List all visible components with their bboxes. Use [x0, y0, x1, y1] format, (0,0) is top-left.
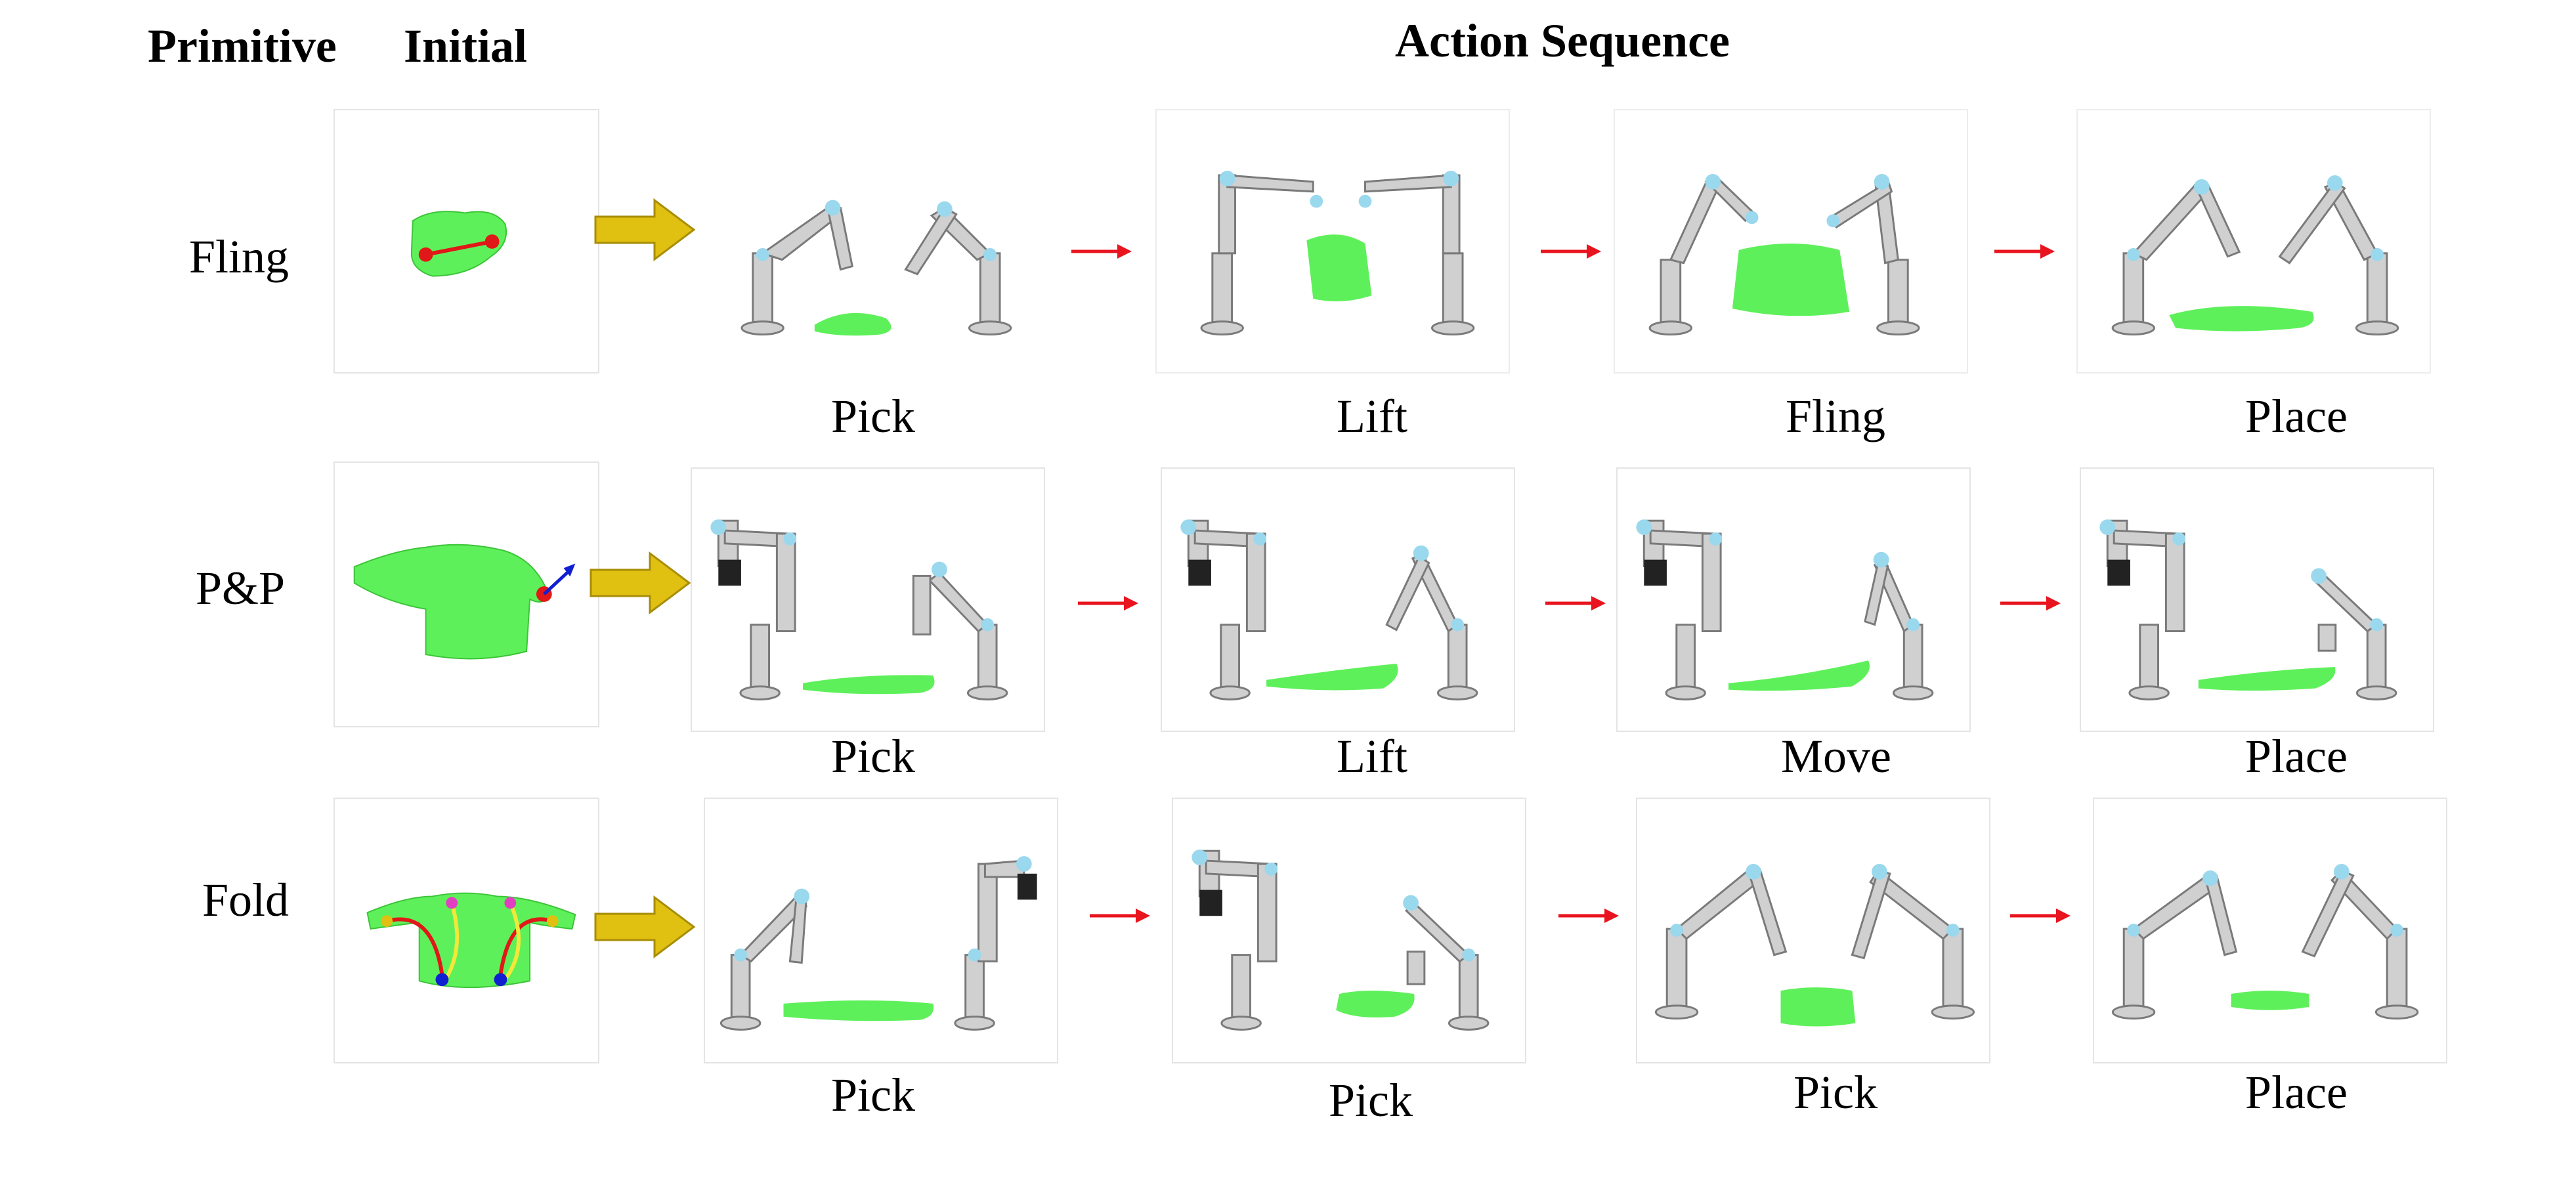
robot-scene-icon — [1648, 174, 1920, 336]
robot-scene-icon — [2099, 519, 2397, 700]
initial-panel-fling — [333, 109, 599, 374]
place-point-icon — [435, 973, 449, 987]
step-panel-pnp-place — [2080, 467, 2434, 732]
caption-pnp-3: Move — [1781, 730, 1891, 782]
caption-fling-1: Pick — [830, 390, 916, 442]
red-arrow-icon — [1541, 244, 1601, 259]
caption-pnp-2: Lift — [1337, 730, 1407, 782]
pick-point-icon — [484, 234, 500, 249]
initial-panel-fold — [333, 798, 599, 1063]
direction-arrow-icon — [563, 563, 576, 577]
header-action-sequence: Action Sequence — [1395, 14, 1730, 67]
red-arrow-icon — [1071, 244, 1132, 259]
robot-scene-icon — [1200, 171, 1475, 336]
robot-scene-icon — [1191, 849, 1490, 1031]
step-panel-fling-fling — [1614, 109, 1968, 374]
robot-scene-icon — [741, 200, 1012, 336]
row-label-fold: Fold — [202, 874, 290, 926]
header-initial: Initial — [404, 20, 528, 72]
step-panel-fling-lift — [1155, 109, 1510, 374]
initial-cloth-fold — [366, 892, 576, 989]
pick-point-icon — [446, 897, 458, 909]
robot-scene-icon — [1180, 519, 1478, 700]
caption-fold-4: Place — [2245, 1066, 2348, 1119]
robot-scene-icon — [1636, 519, 1934, 700]
caption-pnp-1: Pick — [830, 730, 916, 782]
step-panel-fling-pick — [696, 109, 1044, 374]
initial-panel-pnp — [333, 461, 599, 727]
caption-pnp-4: Place — [2245, 730, 2348, 782]
pick-point-icon — [418, 247, 433, 262]
caption-fold-2: Pick — [1328, 1074, 1413, 1126]
big-yellow-arrow-icon — [594, 895, 696, 958]
caption-fling-2: Lift — [1337, 390, 1407, 442]
row-label-fling: Fling — [188, 230, 290, 283]
caption-fold-3: Pick — [1793, 1066, 1878, 1119]
initial-cloth-pnp — [353, 544, 576, 660]
big-yellow-arrow-icon — [594, 198, 696, 261]
step-panel-fold-pick-2 — [1172, 798, 1526, 1063]
step-panel-fold-pick-1 — [704, 798, 1058, 1063]
red-arrow-icon — [1994, 244, 2055, 259]
red-arrow-icon — [1545, 596, 1606, 611]
robot-scene-icon — [2111, 175, 2399, 336]
step-panel-pnp-pick — [691, 467, 1045, 732]
step-panel-pnp-move — [1616, 467, 1971, 732]
initial-cloth-fling — [410, 211, 507, 277]
caption-fling-3: Fling — [1785, 390, 1886, 442]
pick-point-icon — [546, 915, 559, 928]
header-primitive: Primitive — [148, 20, 337, 72]
place-point-icon — [494, 973, 507, 987]
caption-fling-4: Place — [2245, 390, 2348, 442]
step-panel-fold-place — [2093, 798, 2447, 1063]
pick-point-icon — [504, 897, 517, 909]
pick-point-icon — [381, 915, 393, 928]
big-yellow-arrow-icon — [590, 551, 691, 614]
robot-scene-icon — [1654, 864, 1975, 1027]
red-arrow-icon — [2000, 596, 2061, 611]
red-arrow-icon — [1558, 909, 1619, 923]
robot-scene-icon — [2111, 864, 2419, 1020]
step-panel-fling-place — [2076, 109, 2431, 374]
red-arrow-icon — [1090, 909, 1150, 923]
robot-scene-icon — [719, 856, 1037, 1031]
red-arrow-icon — [2010, 909, 2071, 923]
caption-fold-1: Pick — [830, 1069, 916, 1121]
step-panel-fold-pick-3 — [1636, 798, 1990, 1063]
robot-scene-icon — [710, 519, 1008, 700]
step-panel-pnp-lift — [1161, 467, 1515, 732]
row-label-pnp: P&P — [195, 562, 286, 614]
red-arrow-icon — [1078, 596, 1138, 611]
